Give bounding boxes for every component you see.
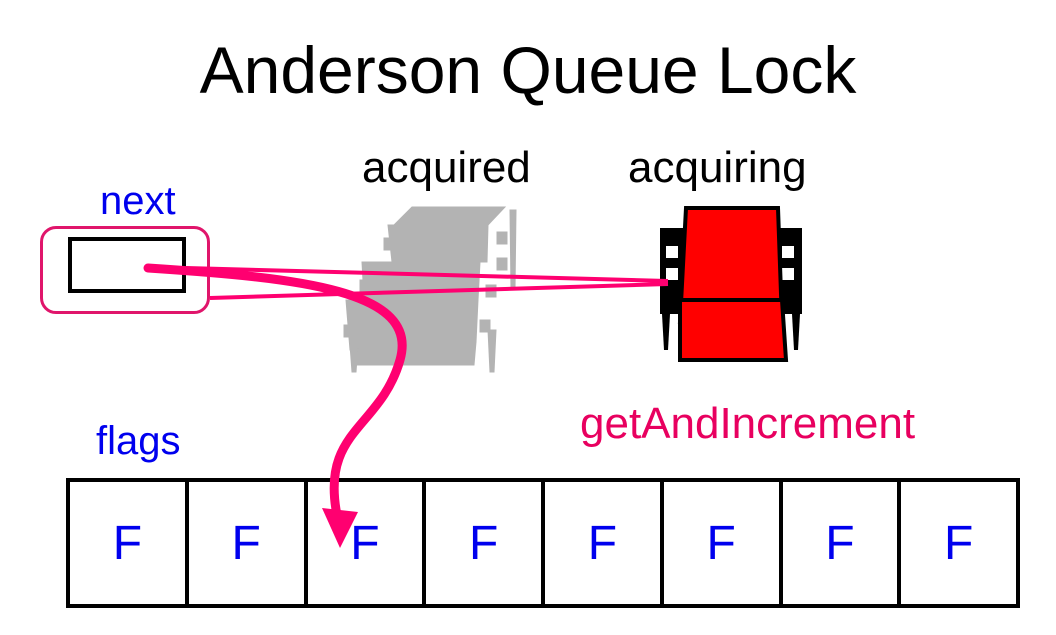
flag-cell: F: [943, 516, 974, 570]
acquiring-thread-icon: [660, 206, 802, 362]
flag-cell: F: [664, 482, 783, 604]
flags-array: F F F F F F F F: [66, 478, 1020, 608]
flag-cell: F: [308, 482, 427, 604]
flag-cell: F: [545, 482, 664, 604]
acquired-thread-icon: [343, 206, 517, 373]
acquiring-label: acquiring: [628, 143, 807, 192]
next-to-acquiring-lines: [185, 266, 669, 300]
flag-cell: F: [426, 482, 545, 604]
page-title: Anderson Queue Lock: [199, 33, 857, 107]
flag-cell: F: [783, 482, 902, 604]
next-label: next: [100, 179, 176, 223]
flag-cell: F: [189, 482, 308, 604]
get-and-increment-label: getAndIncrement: [580, 399, 916, 448]
acquired-label: acquired: [362, 143, 531, 192]
flag-cell: F: [70, 482, 189, 604]
next-value-slot: [68, 237, 186, 293]
flags-label: flags: [96, 419, 181, 463]
